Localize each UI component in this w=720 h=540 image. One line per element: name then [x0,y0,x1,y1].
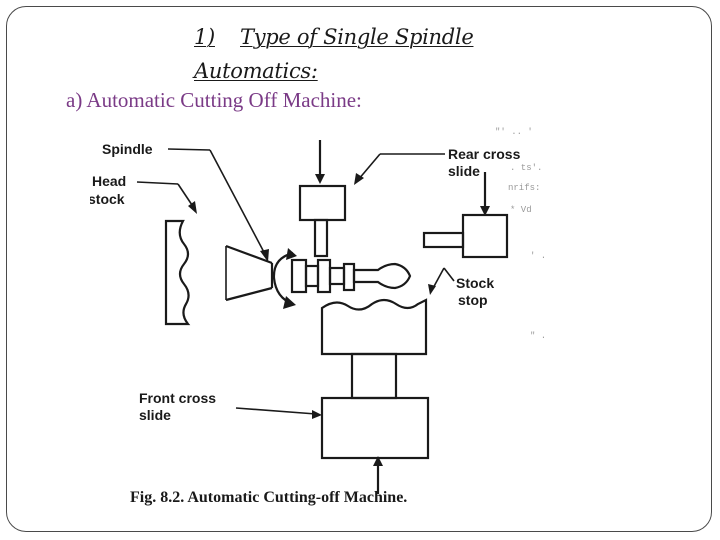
heading-number: 1) [194,25,215,49]
front-tool [320,298,430,494]
label-spindle: Spindle [102,141,269,262]
rear-tool [298,140,347,258]
label-rear-cross-slide: Rear cross slide [354,146,521,185]
label-stop-word: stop [458,292,488,308]
subheading: a) Automatic Cutting Off Machine: [66,88,362,112]
svg-text:nrifs:: nrifs: [508,183,540,193]
machine-figure: "' .. ' . ts'. nrifs: * Vd ' . " . [90,118,560,508]
heading-title: Type of Single Spindle [240,25,474,49]
spindle-chuck [290,258,356,294]
label-stock-stop: Stock stop [428,267,494,308]
heading-continuation: Automatics: [194,59,318,83]
label-front-cross-text: Front cross [139,390,216,406]
machine-diagram: "' .. ' . ts'. nrifs: * Vd ' . " . [90,127,546,506]
svg-text:' .: ' . [530,251,546,261]
svg-text:* Vd: * Vd [510,205,532,215]
label-stock-word: Stock [456,275,494,291]
stock-stop-block [422,172,509,259]
label-spindle-text: Spindle [102,141,153,157]
rotation-arrow [272,248,297,309]
scan-noise: "' .. ' . ts'. nrifs: * Vd ' . " . [495,127,546,341]
label-rear-cross-text: Rear cross [448,146,521,162]
spindle-taper [225,244,274,302]
svg-text:" .: " . [530,331,546,341]
label-stock-text: stock [90,191,125,207]
svg-text:"' .. ': "' .. ' [495,127,533,137]
label-front-cross-slide: Front cross slide [139,390,322,423]
label-front-slide-text: slide [139,407,171,423]
label-rear-slide-text: slide [448,163,480,179]
headstock-body [164,219,191,326]
svg-text:. ts'.: . ts'. [510,163,542,173]
label-head-stock: Head stock [90,173,197,214]
stock-bar [352,262,412,290]
figure-caption: Fig. 8.2. Automatic Cutting-off Machine. [130,489,407,506]
label-head-text: Head [92,173,126,189]
